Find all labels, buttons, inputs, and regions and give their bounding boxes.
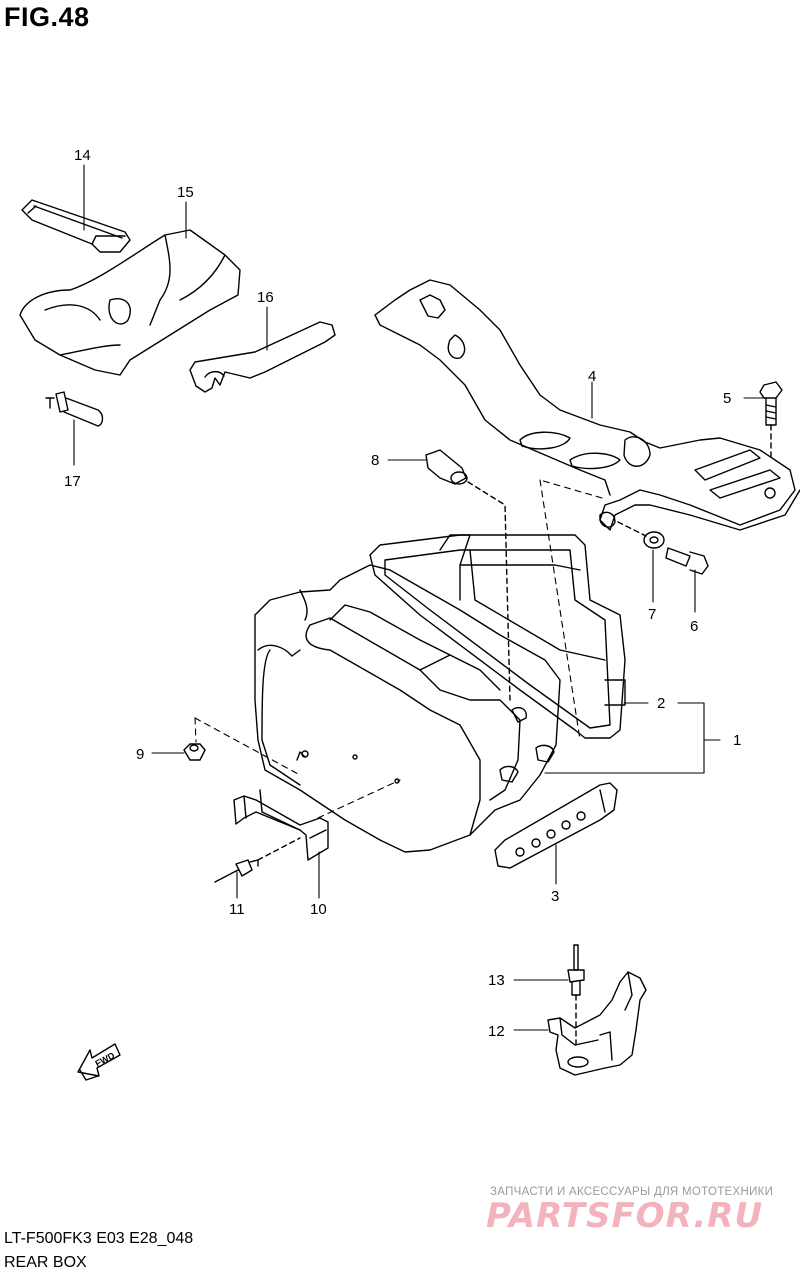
fwd-arrow-icon: FWD (77, 1043, 121, 1081)
callout-9: 9 (136, 746, 144, 763)
callout-17: 17 (64, 473, 81, 490)
callout-13: 13 (488, 972, 505, 989)
part-12-holder (547, 971, 647, 1076)
watermark-logo: PARTSFOR.RU (486, 1196, 764, 1236)
part-17-plug (45, 391, 104, 427)
part-14-strap (21, 199, 131, 253)
part-7-washer (617, 521, 665, 549)
part-2-seal (369, 534, 626, 739)
callout-11: 11 (229, 901, 245, 918)
part-15-cover (19, 229, 241, 376)
part-6-bolt (665, 547, 709, 575)
part-3-strip (494, 782, 618, 869)
part-5-bolt (759, 381, 783, 461)
part-9-nut (183, 743, 206, 761)
part-4-bracket (374, 279, 800, 531)
callout-numbers: 1 2 3 4 5 6 7 8 9 10 11 12 13 14 15 16 1… (64, 147, 741, 1040)
callout-10: 10 (310, 901, 327, 918)
part-8-collar (425, 449, 511, 701)
callout-1: 1 (733, 732, 741, 749)
leader-lines (73, 164, 765, 1031)
callout-12: 12 (488, 1023, 505, 1040)
figure-title: FIG.48 (4, 2, 90, 32)
callout-2: 2 (657, 695, 665, 712)
callout-16: 16 (257, 289, 274, 306)
callout-8: 8 (371, 452, 379, 469)
callout-14: 14 (74, 147, 91, 164)
part-10-bracket (233, 789, 329, 861)
callout-3: 3 (551, 888, 559, 905)
callout-6: 6 (690, 618, 698, 635)
part-16-plate (189, 321, 336, 393)
watermark-caption: ЗАПЧАСТИ И АКСЕССУАРЫ ДЛЯ МОТОТЕХНИКИ (490, 1186, 774, 1198)
callout-5: 5 (723, 390, 731, 407)
callout-4: 4 (588, 368, 596, 385)
part-1-rear-box (254, 564, 561, 853)
part-13-rivet (567, 944, 585, 1046)
model-code: LT-F500FK3 E03 E28_048 (4, 1230, 194, 1247)
section-name: REAR BOX (4, 1254, 87, 1271)
callout-15: 15 (177, 184, 194, 201)
part-11-rivet (214, 837, 301, 883)
assembly-lines (194, 479, 603, 819)
callout-7: 7 (648, 606, 656, 623)
